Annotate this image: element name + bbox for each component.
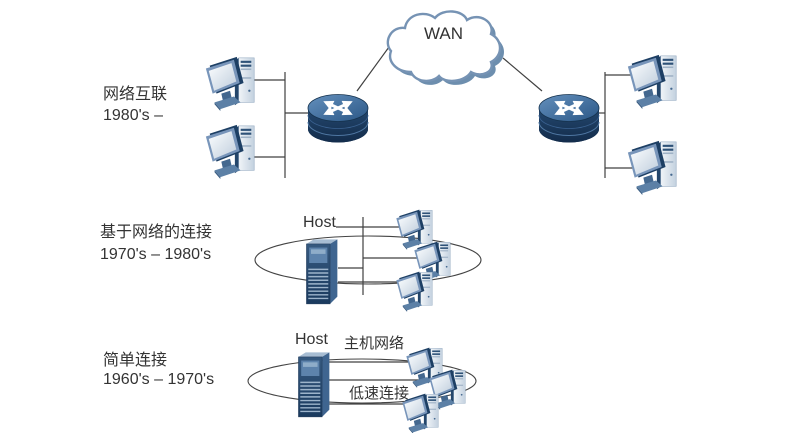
host-network-label: 主机网络 [344, 335, 405, 352]
server-tower-icon [293, 348, 333, 424]
era-years-network-based: 1970's – 1980's [100, 246, 212, 263]
router-icon [305, 84, 371, 146]
server-tower-icon [301, 235, 341, 311]
desktop-computer-icon [624, 136, 682, 198]
desktop-computer-icon [202, 120, 260, 182]
era-label-simple: 简单连接 [103, 352, 168, 369]
low-speed-link-label: 低速连接 [349, 385, 410, 402]
desktop-computer-icon [202, 52, 260, 114]
wan-label: WAN [424, 24, 464, 43]
era-years-internetworking: 1980's – [103, 107, 163, 124]
host-label-middle: Host [303, 214, 336, 231]
era-label-internetworking: 网络互联 [103, 86, 168, 103]
top-section-wires [250, 46, 634, 178]
middle-section-wires [254, 217, 482, 295]
era-years-simple: 1960's – 1970's [103, 371, 215, 388]
router-icon [536, 84, 602, 146]
desktop-computer-icon [624, 50, 682, 112]
host-label-bottom: Host [295, 331, 328, 348]
era-label-network-based: 基于网络的连接 [100, 224, 213, 241]
cloud-icon [386, 10, 504, 85]
desktop-computer-icon [393, 268, 437, 314]
